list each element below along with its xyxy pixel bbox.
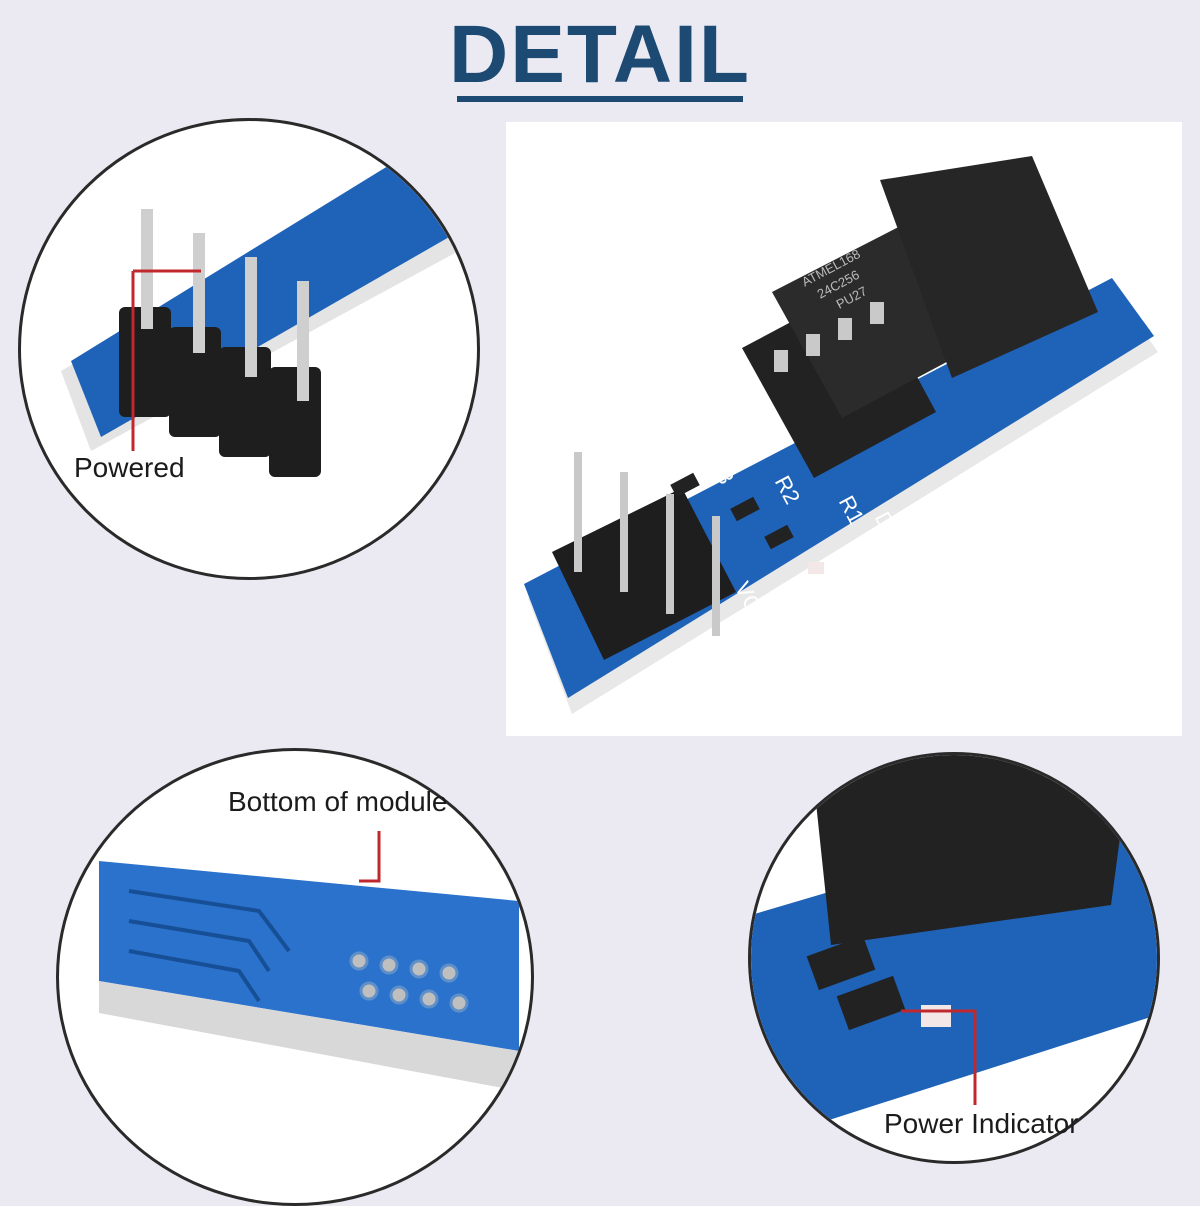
- callout-power-indicator: Power Indicator: [884, 1108, 1079, 1139]
- detail-circle-led: [748, 752, 1160, 1164]
- page-title: DETAIL: [448, 9, 751, 100]
- pin-header: [552, 452, 736, 660]
- callout-line-bottom: [359, 831, 381, 883]
- header-closeup-illustration: [61, 121, 477, 477]
- eeprom-module-illustration: ATMEL168 24C256 PU27 R3 R2 R1 D1 VCC: [524, 156, 1158, 714]
- led-closeup-illustration: [751, 755, 1157, 1145]
- power-led-closeup: [921, 1005, 951, 1027]
- detail-circle-header: [18, 118, 480, 580]
- callout-powered: Powered: [74, 452, 185, 483]
- detail-circle-bottom: [56, 748, 534, 1206]
- jumper-header: [880, 156, 1098, 378]
- title-underline: [457, 96, 743, 102]
- callout-line-power-indicator: [901, 1009, 977, 1105]
- bottom-closeup-illustration: [99, 831, 519, 1091]
- callout-bottom-of-module: Bottom of module: [228, 786, 448, 817]
- power-led: [808, 562, 824, 574]
- smd-resistors: [670, 472, 824, 574]
- product-photo-main: ATMEL168 24C256 PU27 R3 R2 R1 D1 VCC: [506, 122, 1182, 736]
- ic-chip-pins: [774, 302, 884, 372]
